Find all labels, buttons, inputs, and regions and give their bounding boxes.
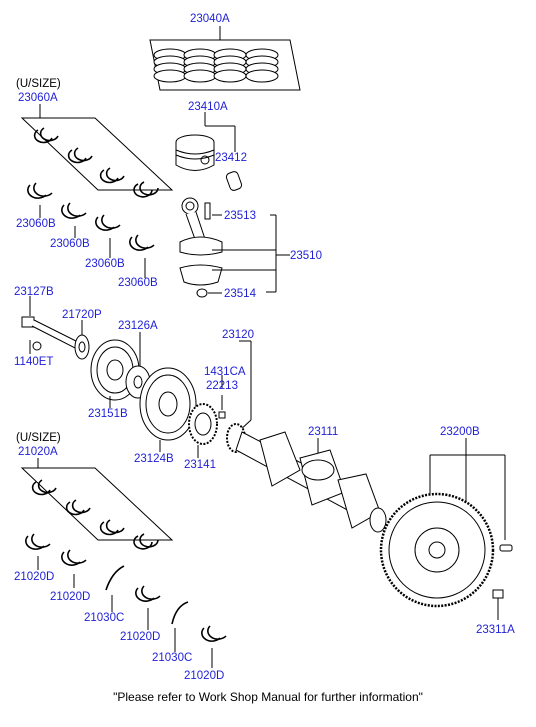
label-rod-bearing-2[interactable]: 23060B bbox=[50, 238, 90, 250]
label-crank-pulley[interactable]: 23151B bbox=[88, 408, 128, 420]
flywheel-bolt[interactable] bbox=[492, 589, 504, 620]
label-pulley-bolt[interactable]: 23127B bbox=[14, 286, 54, 298]
thrust-washers[interactable] bbox=[105, 565, 189, 652]
label-woodruff-key[interactable]: 1431CA bbox=[204, 366, 246, 378]
undersize-heading-upper: (U/SIZE) bbox=[16, 78, 61, 90]
label-key[interactable]: 1140ET bbox=[14, 356, 54, 368]
label-piston-ring-set[interactable]: 23040A bbox=[190, 13, 230, 25]
label-piston[interactable]: 23410A bbox=[188, 101, 228, 113]
label-rod-bearing-3[interactable]: 23060B bbox=[85, 258, 125, 270]
damper-pulley[interactable] bbox=[139, 367, 197, 452]
label-damper-pulley[interactable]: 23124B bbox=[134, 453, 174, 465]
label-conrod-nut[interactable]: 23514 bbox=[224, 288, 256, 300]
piston[interactable] bbox=[175, 112, 236, 171]
label-conrod-bolt[interactable]: 23513 bbox=[224, 210, 256, 222]
label-pin-22213[interactable]: 22213 bbox=[206, 380, 238, 392]
washer[interactable] bbox=[74, 320, 90, 360]
footer-note: "Please refer to Work Shop Manual for fu… bbox=[113, 690, 423, 704]
connecting-rod[interactable] bbox=[179, 197, 290, 298]
thrust-bearings[interactable] bbox=[25, 533, 227, 668]
label-thrust-washer-1[interactable]: 21030C bbox=[84, 612, 125, 624]
label-flywheel[interactable]: 23200B bbox=[440, 426, 480, 438]
piston-pin[interactable] bbox=[225, 170, 243, 191]
label-crankshaft[interactable]: 23111 bbox=[308, 426, 339, 438]
main-bearing-lower-set[interactable] bbox=[20, 458, 174, 550]
label-main-bearing-upper[interactable]: 23060A bbox=[18, 92, 58, 104]
timing-gear[interactable] bbox=[188, 403, 218, 458]
label-connecting-rod-assy[interactable]: 23510 bbox=[290, 250, 322, 262]
piston-ring-set[interactable] bbox=[149, 26, 301, 91]
label-thrust-washer-2[interactable]: 21030C bbox=[152, 652, 193, 664]
label-washer[interactable]: 21720P bbox=[62, 309, 102, 321]
woodruff-key[interactable] bbox=[218, 375, 226, 419]
rod-bearing-halves[interactable] bbox=[27, 182, 155, 278]
label-piston-pin[interactable]: 23412 bbox=[215, 152, 247, 164]
label-thrust-bearing-1[interactable]: 21020D bbox=[14, 571, 55, 583]
label-timing-gear[interactable]: 23141 bbox=[184, 459, 216, 471]
label-flywheel-bolt[interactable]: 23311A bbox=[476, 624, 515, 636]
label-sprocket[interactable]: 23120 bbox=[222, 329, 254, 341]
undersize-heading-lower: (U/SIZE) bbox=[16, 432, 61, 444]
label-thrust-bearing-4[interactable]: 21020D bbox=[184, 670, 225, 682]
pulley-bolt[interactable] bbox=[21, 296, 79, 354]
label-main-bearing-lower[interactable]: 21020A bbox=[18, 446, 58, 458]
label-rod-bearing-1[interactable]: 23060B bbox=[16, 218, 56, 230]
flywheel[interactable] bbox=[379, 438, 513, 608]
label-rod-bearing-4[interactable]: 23060B bbox=[118, 277, 158, 289]
sprocket-leader bbox=[237, 340, 252, 433]
label-thrust-bearing-3[interactable]: 21020D bbox=[120, 631, 161, 643]
label-thrust-bearing-2[interactable]: 21020D bbox=[50, 591, 91, 603]
crankshaft[interactable] bbox=[226, 423, 387, 533]
label-pulley-hub[interactable]: 23126A bbox=[118, 320, 158, 332]
main-bearing-upper-set[interactable] bbox=[20, 104, 174, 198]
